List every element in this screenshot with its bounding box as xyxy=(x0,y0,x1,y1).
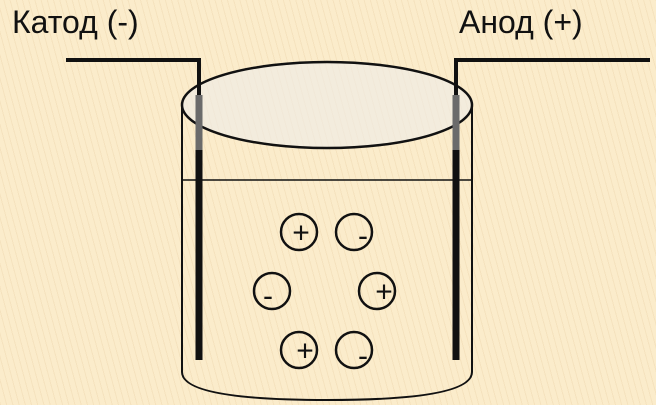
ion: - xyxy=(334,330,374,373)
ion: + xyxy=(279,212,319,252)
ion: - xyxy=(334,212,374,253)
vessel-body xyxy=(181,105,473,402)
ion-sign: + xyxy=(375,276,393,309)
ion: + xyxy=(279,330,319,370)
ion-sign: + xyxy=(292,217,310,250)
ion: - xyxy=(252,271,292,313)
anode-label: Анод (+) xyxy=(459,4,583,40)
anode-wire xyxy=(454,58,650,95)
ion: + xyxy=(357,271,397,311)
vessel-rim xyxy=(180,60,474,150)
ion-sign: - xyxy=(358,220,368,253)
ion-sign: + xyxy=(296,335,314,368)
cathode-wire xyxy=(66,58,201,95)
ion-sign: - xyxy=(263,280,273,313)
cathode-label: Катод (-) xyxy=(12,4,139,40)
ion-sign: - xyxy=(358,340,368,373)
